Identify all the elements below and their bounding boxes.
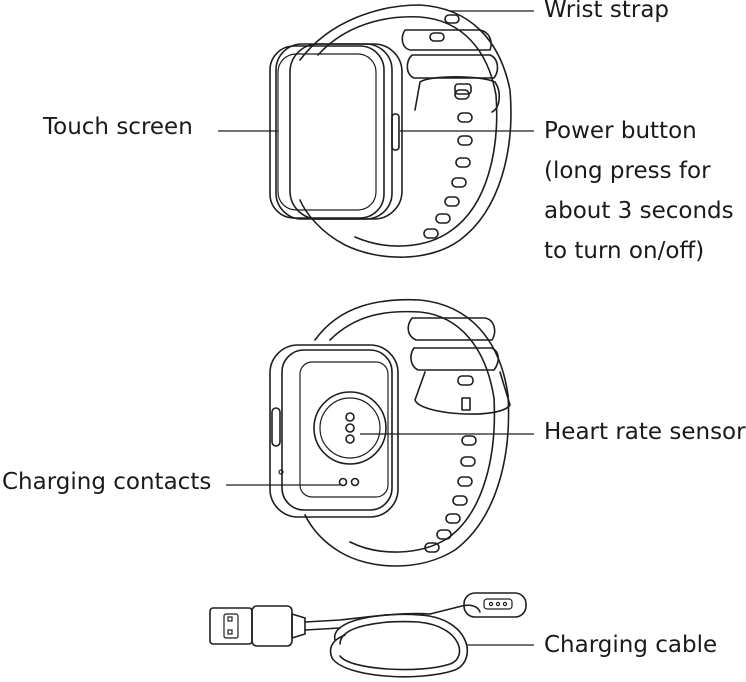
charging-contacts bbox=[338, 477, 360, 487]
power-button bbox=[391, 113, 400, 151]
label-charging-cable: Charging cable bbox=[544, 632, 718, 658]
watch-case-front bbox=[289, 43, 403, 220]
watch-back-view bbox=[269, 298, 511, 567]
touch-screen-glass bbox=[269, 45, 385, 219]
watch-front-view bbox=[269, 4, 512, 258]
label-power-button: Power button (long press for about 3 sec… bbox=[544, 111, 744, 271]
label-heart-rate-sensor: Heart rate sensor bbox=[544, 419, 746, 445]
power-button-line-4: to turn on/off) bbox=[544, 238, 705, 264]
power-button-line-3: about 3 seconds bbox=[544, 198, 734, 224]
wrist-strap-front bbox=[299, 4, 512, 258]
heart-rate-sensor bbox=[313, 391, 387, 465]
power-button-line-1: Power button bbox=[544, 118, 697, 144]
magnetic-charger-head bbox=[463, 592, 527, 618]
wrist-strap-back bbox=[304, 298, 510, 567]
watch-case-back bbox=[269, 344, 399, 518]
label-wrist-strap: Wrist strap bbox=[544, 0, 670, 23]
charging-cable-illustration bbox=[209, 592, 527, 678]
label-touch-screen: Touch screen bbox=[43, 114, 193, 140]
power-button-line-2: (long press for bbox=[544, 158, 711, 184]
label-charging-contacts: Charging contacts bbox=[2, 469, 212, 495]
